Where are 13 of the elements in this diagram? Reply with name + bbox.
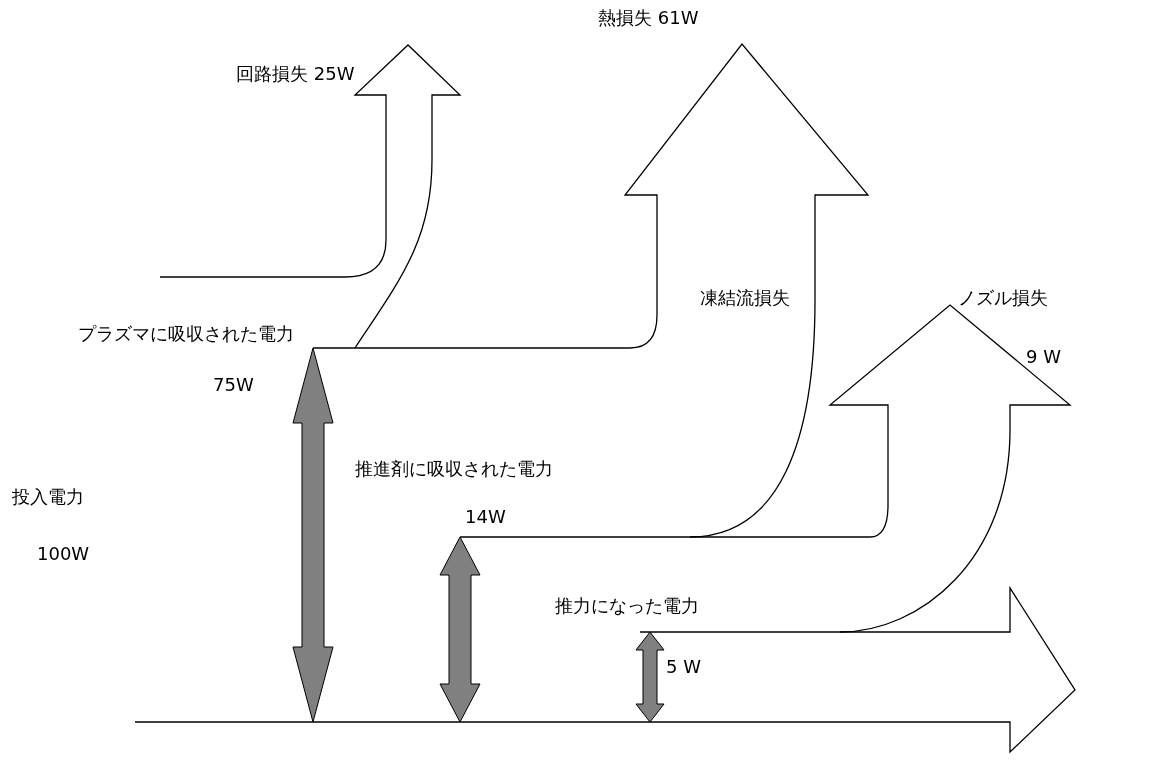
flow-label: ノズル損失 — [958, 286, 1048, 310]
flow-label: 推進剤に吸収された電力 — [355, 457, 553, 481]
flow-label: 100W — [37, 542, 90, 566]
flow-label: 9 W — [1026, 345, 1061, 369]
flow-label: 推力になった電力 — [555, 594, 699, 618]
flow-label: プラズマに吸収された電力 — [78, 322, 294, 346]
flow-label: 75W — [213, 373, 254, 397]
flow-label: 14W — [465, 505, 506, 529]
flow-label: 5 W — [666, 655, 701, 679]
flow-label: 凍結流損失 — [700, 286, 790, 310]
flow-label: 投入電力 — [12, 485, 84, 509]
flow-label: 熱損失 61W — [598, 6, 699, 30]
flow-label: 回路損失 25W — [236, 62, 355, 86]
